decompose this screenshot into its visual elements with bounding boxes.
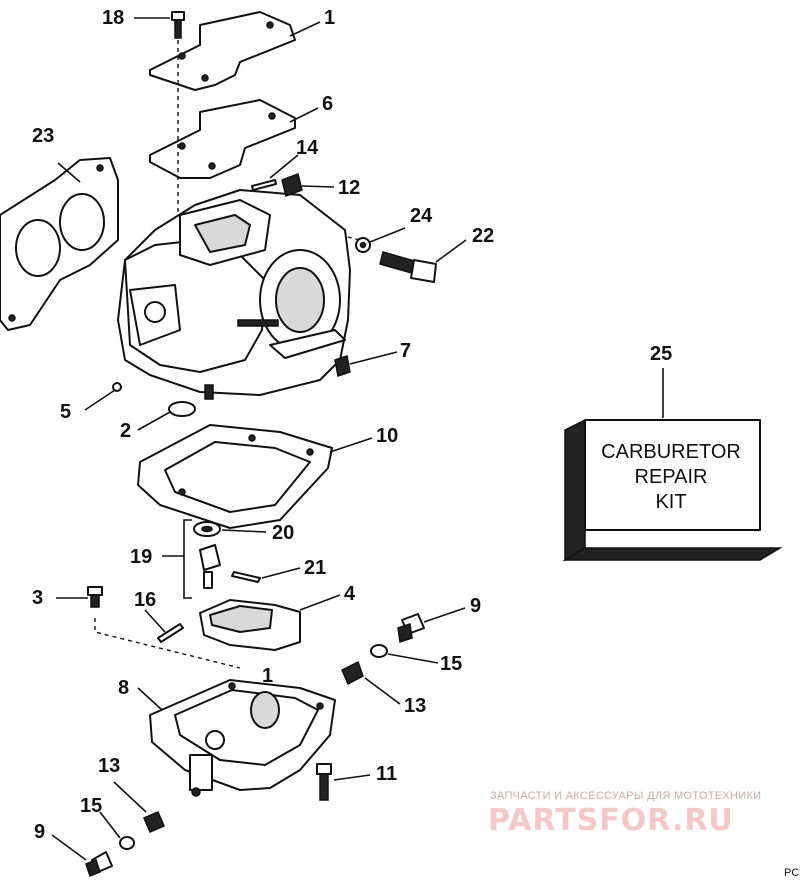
callout-19: 19 bbox=[130, 546, 152, 568]
callout-15-left: 15 bbox=[80, 795, 102, 817]
part-15-washer-right bbox=[370, 644, 388, 658]
callout-1-mid: 1 bbox=[262, 665, 273, 687]
part-19-bracket bbox=[183, 519, 192, 599]
part-15-washer-left bbox=[119, 836, 135, 850]
part-14-pin bbox=[251, 179, 277, 191]
part-6-cover-gasket bbox=[149, 99, 296, 179]
callout-2: 2 bbox=[120, 420, 131, 442]
callout-4: 4 bbox=[344, 583, 356, 605]
watermark-brand: PARTSFOR.RU bbox=[488, 803, 734, 838]
part-1-cover-plate bbox=[149, 11, 296, 91]
callout-10: 10 bbox=[376, 425, 398, 447]
part-8-float-bowl bbox=[149, 679, 336, 797]
part-10-bowl-gasket bbox=[137, 424, 333, 529]
callout-13-right: 13 bbox=[404, 695, 426, 717]
callout-23: 23 bbox=[32, 125, 54, 147]
callout-11: 11 bbox=[376, 763, 397, 785]
kit-label-line3: KIT bbox=[655, 491, 686, 513]
part-11-screw bbox=[316, 763, 332, 801]
watermark-tagline: ЗАПЧАСТИ И АКСЕССУАРЫ ДЛЯ МОТОТЕХНИКИ bbox=[490, 790, 761, 802]
callout-15-right: 15 bbox=[440, 653, 462, 675]
part-18-screw bbox=[171, 11, 185, 39]
callout-13-left: 13 bbox=[98, 755, 120, 777]
part-2-plug bbox=[168, 401, 196, 417]
part-4-float bbox=[199, 599, 301, 651]
callout-7: 7 bbox=[400, 340, 411, 362]
part-3-screw bbox=[87, 586, 103, 608]
alignment-line-bowl bbox=[94, 618, 241, 669]
part-19-needle-seat bbox=[199, 544, 221, 589]
callout-8: 8 bbox=[118, 677, 129, 699]
callout-16: 16 bbox=[134, 589, 156, 611]
callout-20: 20 bbox=[272, 522, 294, 544]
leader-lines bbox=[51, 17, 664, 861]
callout-12: 12 bbox=[338, 177, 360, 199]
part-13-jet-left bbox=[143, 811, 165, 833]
callout-3: 3 bbox=[32, 587, 43, 609]
part-16-float-pin bbox=[157, 623, 184, 643]
corner-code: PC bbox=[784, 867, 799, 879]
part-carburetor-body bbox=[117, 189, 351, 400]
part-9-plug-left bbox=[85, 851, 113, 877]
callout-25: 25 bbox=[650, 343, 672, 365]
callout-22: 22 bbox=[472, 225, 494, 247]
part-12-spring bbox=[281, 173, 303, 197]
callout-21: 21 bbox=[304, 557, 326, 579]
callout-1-top: 1 bbox=[324, 7, 335, 29]
kit-label-line2: REPAIR bbox=[635, 466, 708, 488]
kit-label-line1: CARBURETOR bbox=[601, 441, 741, 463]
part-24-washer bbox=[355, 237, 371, 253]
callout-9-left: 9 bbox=[34, 821, 45, 843]
callout-6: 6 bbox=[322, 93, 333, 115]
callout-5: 5 bbox=[60, 401, 71, 423]
part-13-jet-right bbox=[341, 660, 364, 686]
part-23-flange-gasket bbox=[0, 157, 119, 331]
callout-9-right: 9 bbox=[470, 595, 481, 617]
callout-18: 18 bbox=[102, 7, 124, 29]
part-20-washer bbox=[193, 521, 221, 537]
callout-14: 14 bbox=[296, 137, 319, 159]
part-7-spring bbox=[334, 355, 351, 377]
part-21-clip bbox=[231, 571, 261, 583]
callout-24: 24 bbox=[410, 205, 433, 227]
part-9-plug-right bbox=[397, 613, 425, 643]
part-5-ball bbox=[112, 382, 122, 392]
part-25-repair-kit-box bbox=[562, 418, 783, 562]
part-22-idle-screw bbox=[379, 251, 437, 283]
